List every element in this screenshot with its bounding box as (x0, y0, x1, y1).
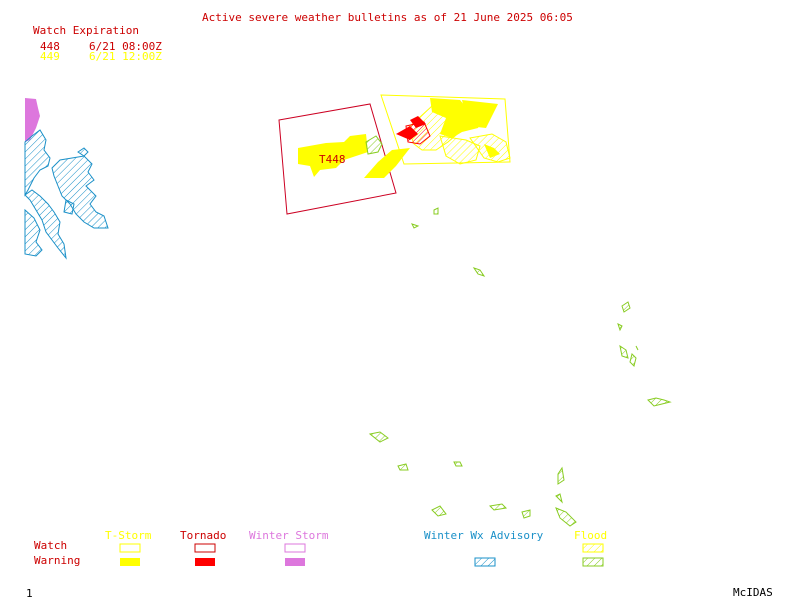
legend-warning-row-label: Warning (34, 554, 81, 567)
legend-tornado-watch-swatch (194, 543, 216, 553)
legend-watch-row-label: Watch (34, 539, 68, 552)
legend-winter-storm-watch-swatch (284, 543, 306, 553)
legend-winter-wx-advisory-label: Winter Wx Advisory (424, 529, 544, 542)
legend-winter-storm-label: Winter Storm (249, 529, 329, 542)
product-name: McIDAS (733, 586, 773, 599)
watch-448-id: 448 (40, 40, 60, 53)
legend-winter-wx-advisory-swatch (474, 557, 496, 567)
legend-tstorm-watch-swatch (119, 543, 141, 553)
watch-box-449 (380, 94, 511, 165)
legend-boxes (119, 543, 604, 567)
legend-winter-storm-warning-swatch (285, 558, 305, 566)
watch-448-expiration: 6/21 08:00Z (89, 40, 162, 53)
legend-tstorm-label: T-Storm (105, 529, 152, 542)
watch-449-id: 449 (40, 50, 60, 63)
legend-tornado-label: Tornado (180, 529, 227, 542)
winter-storm-warning-area (25, 98, 40, 142)
legend-flood-watch-swatch (582, 543, 604, 553)
legend-flood-label: Flood (574, 529, 608, 542)
watch-448-label: T448 (319, 153, 346, 166)
flood-warning-area-north (365, 135, 383, 155)
legend-tstorm-warning-swatch (120, 558, 140, 566)
watch-449-expiration: 6/21 12:00Z (89, 50, 162, 63)
watch-box-448 (278, 103, 397, 215)
bulletin-title: Active severe weather bulletins as of 21… (202, 11, 573, 24)
winter-wx-advisory-area (24, 129, 109, 260)
page-number: 1 (26, 587, 33, 600)
tornado-warning-areas (396, 116, 431, 145)
flood-warning-areas (368, 207, 672, 527)
watch-expiration-heading: Watch Expiration (33, 24, 139, 37)
legend-flood-warning-swatch (582, 557, 604, 567)
legend-tornado-warning-swatch (195, 558, 215, 566)
